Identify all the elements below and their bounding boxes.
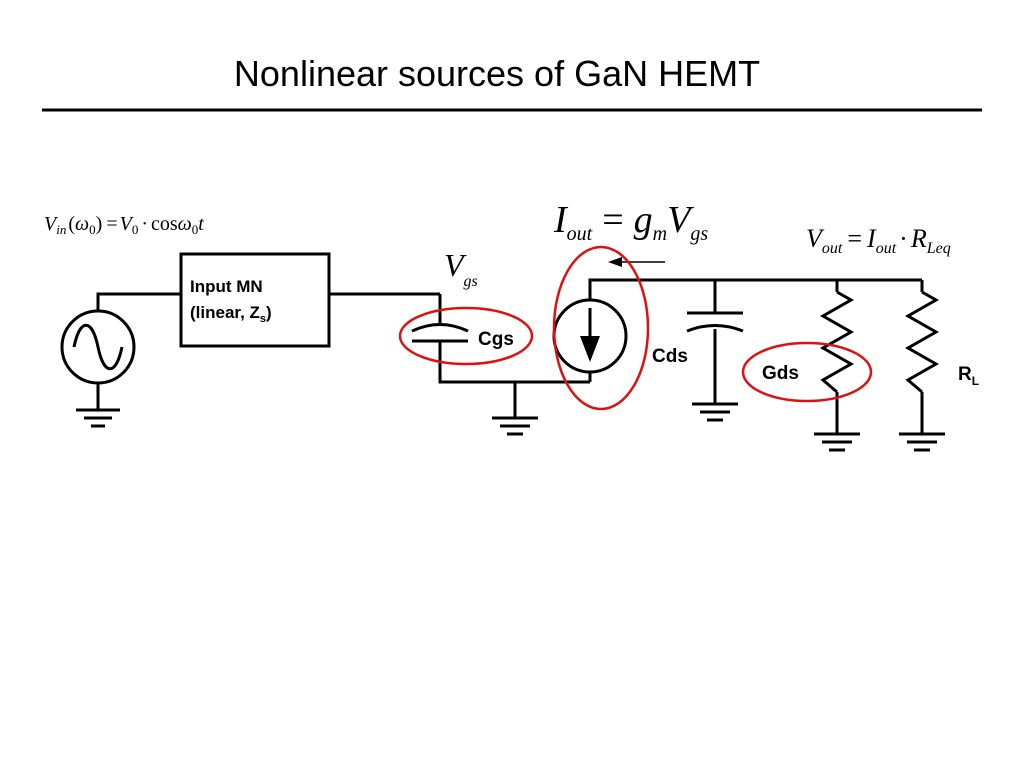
gds-resistor: [819, 290, 855, 394]
cds-label: Cds: [652, 346, 688, 367]
rl-resistor: [904, 290, 940, 394]
input-mn-box: [179, 252, 331, 348]
rl-label: RL: [958, 364, 979, 388]
gds-highlight-ellipse: [741, 341, 873, 403]
input-mn-label-line2: (linear, Zs): [190, 303, 272, 325]
sine-wave-icon: [72, 324, 124, 370]
cgs-capacitor: [411, 323, 469, 343]
cds-capacitor: [686, 311, 744, 333]
current-source-highlight-ellipse: [552, 245, 650, 411]
iout-equation: Iout=gmVgs: [553, 199, 708, 245]
ground-icon: [692, 402, 738, 422]
current-source: [552, 298, 628, 374]
ground-icon: [899, 432, 945, 452]
ground-icon: [814, 432, 860, 452]
vgs-label: Vgs: [444, 247, 478, 290]
vin-equation: Vin(ω0)=V0·cosω0t: [44, 213, 204, 237]
slide-title: Nonlinear sources of GaN HEMT: [234, 53, 760, 94]
gds-label: Gds: [762, 363, 799, 384]
circuit-wires: [96, 278, 924, 434]
ground-icon: [492, 416, 538, 436]
cgs-label: Cgs: [478, 329, 514, 350]
cgs-highlight-ellipse: [398, 306, 534, 366]
ac-source: [60, 309, 136, 385]
input-mn-label-line1: Input MN: [190, 277, 263, 296]
arrow-down-icon: [580, 336, 600, 362]
current-direction-arrow-icon: [608, 257, 665, 267]
ground-icon: [76, 408, 120, 428]
vout-equation: Vout=Iout·RLeq: [806, 224, 951, 257]
